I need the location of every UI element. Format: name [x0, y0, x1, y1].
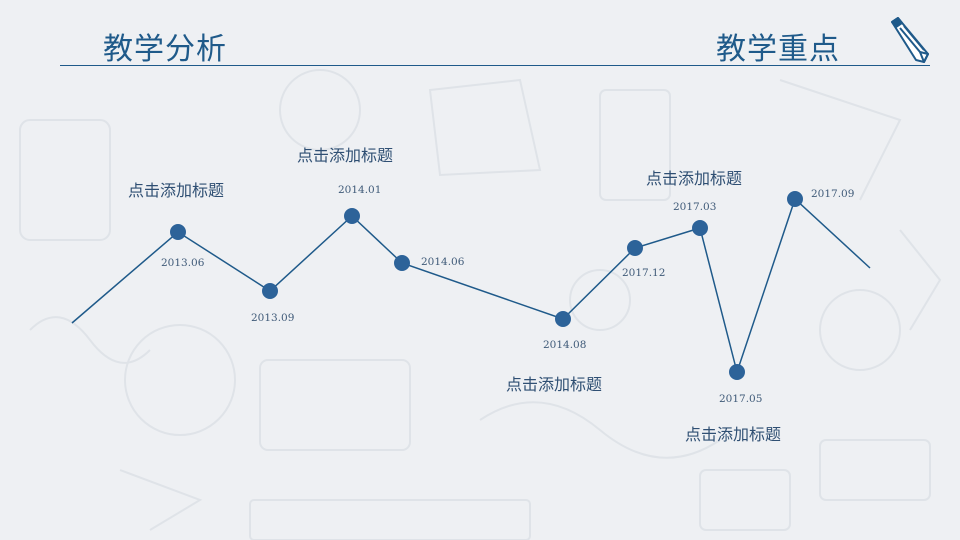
pencil-icon — [891, 17, 929, 63]
event-title[interactable]: 点击添加标题 — [646, 169, 743, 188]
date-label: 2014.01 — [338, 184, 382, 196]
timeline-path — [71, 197, 871, 375]
timeline-node[interactable] — [555, 311, 571, 327]
event-title[interactable]: 点击添加标题 — [128, 181, 225, 200]
date-label: 2014.06 — [421, 256, 465, 268]
timeline-node[interactable] — [170, 224, 186, 240]
timeline-node[interactable] — [627, 240, 643, 256]
timeline-node[interactable] — [787, 191, 803, 207]
timeline-node[interactable] — [692, 220, 708, 236]
date-label: 2017.09 — [811, 188, 855, 200]
date-label: 2017.12 — [622, 267, 666, 279]
page-title: 教学分析 — [103, 32, 227, 67]
event-title[interactable]: 点击添加标题 — [685, 425, 782, 444]
date-label: 2017.03 — [673, 201, 717, 213]
date-label: 2014.08 — [543, 339, 587, 351]
header-divider — [60, 65, 930, 66]
date-label: 2013.06 — [161, 257, 205, 269]
section-title: 教学重点 — [716, 32, 840, 67]
event-title[interactable]: 点击添加标题 — [506, 375, 603, 394]
timeline-node[interactable] — [729, 364, 745, 380]
timeline-node[interactable] — [344, 208, 360, 224]
event-title[interactable]: 点击添加标题 — [297, 146, 394, 165]
timeline-node[interactable] — [394, 255, 410, 271]
date-label: 2017.05 — [719, 393, 763, 405]
timeline-node[interactable] — [262, 283, 278, 299]
date-label: 2013.09 — [251, 312, 295, 324]
